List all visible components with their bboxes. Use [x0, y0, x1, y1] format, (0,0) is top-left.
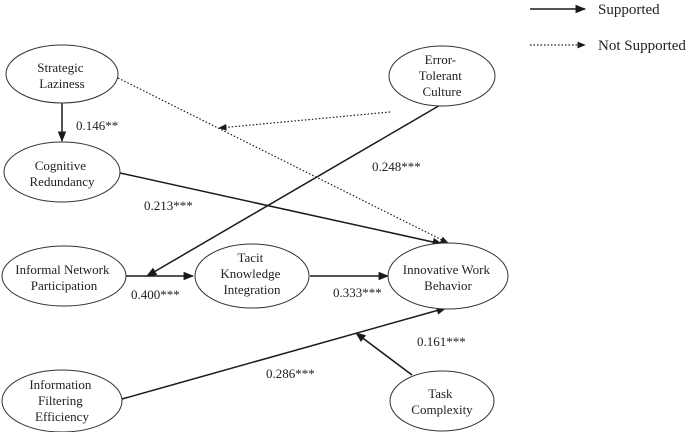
legend-supported-label: Supported: [598, 2, 660, 18]
edge-filtering-to-innovative: [121, 306, 448, 400]
node-information-filtering-shape: [1, 369, 123, 432]
coefficient-task-innovative: 0.161***: [417, 334, 466, 349]
coefficient-strategic-cognitive: 0.146**: [76, 118, 118, 133]
node-task-complexity-shape: [389, 370, 495, 432]
node-strategic-laziness: Strategic Laziness: [5, 44, 119, 104]
node-strategic-laziness-shape: [5, 44, 119, 104]
edge-error-to-moderation-dotted: [218, 111, 391, 131]
node-cognitive-redundancy: Cognitive Redundancy: [3, 141, 121, 203]
node-innovative-work-label: Innovative Work Behavior: [403, 262, 493, 293]
edge-task-to-innovative: [355, 332, 413, 376]
legend: Supported Not Supported: [530, 2, 686, 54]
node-information-filtering-efficiency: Information Filtering Efficiency: [1, 369, 123, 432]
node-innovative-work-shape: [387, 242, 509, 310]
coefficient-filtering-innovative: 0.286***: [266, 366, 315, 381]
coefficients: 0.146** 0.213*** 0.248*** 0.400*** 0.333…: [76, 118, 466, 381]
coefficient-error-informal: 0.248***: [372, 159, 421, 174]
node-information-filtering-label: Information Filtering Efficiency: [29, 377, 94, 424]
node-error-tolerant-culture: Error- Tolerant Culture: [388, 45, 496, 107]
edges: [57, 77, 449, 400]
coefficient-cognitive-innovative: 0.213***: [144, 198, 193, 213]
node-error-tolerant-shape: [388, 45, 496, 107]
node-error-tolerant-label: Error- Tolerant Culture: [419, 52, 465, 99]
node-task-complexity-label: Task Complexity: [411, 386, 473, 417]
legend-not-supported-label: Not Supported: [598, 38, 686, 54]
node-informal-network-shape: [1, 245, 127, 307]
node-informal-network-label: Informal Network Participation: [15, 262, 112, 293]
node-cognitive-redundancy-label: Cognitive Redundancy: [30, 158, 95, 189]
coefficient-informal-tacit: 0.400***: [131, 287, 180, 302]
node-tacit-knowledge-shape: [194, 243, 310, 309]
node-tacit-knowledge-label: Tacit Knowledge Integration: [220, 250, 283, 297]
node-informal-network-participation: Informal Network Participation: [1, 245, 127, 307]
node-task-complexity: Task Complexity: [389, 370, 495, 432]
node-innovative-work-behavior: Innovative Work Behavior: [387, 242, 509, 310]
edge-cognitive-to-innovative: [119, 172, 444, 247]
node-tacit-knowledge-integration: Tacit Knowledge Integration: [194, 243, 310, 309]
node-strategic-laziness-label: Strategic Laziness: [37, 60, 86, 91]
edge-error-to-informal: [146, 103, 443, 277]
coefficient-tacit-innovative: 0.333***: [333, 285, 382, 300]
node-cognitive-redundancy-shape: [3, 141, 121, 203]
